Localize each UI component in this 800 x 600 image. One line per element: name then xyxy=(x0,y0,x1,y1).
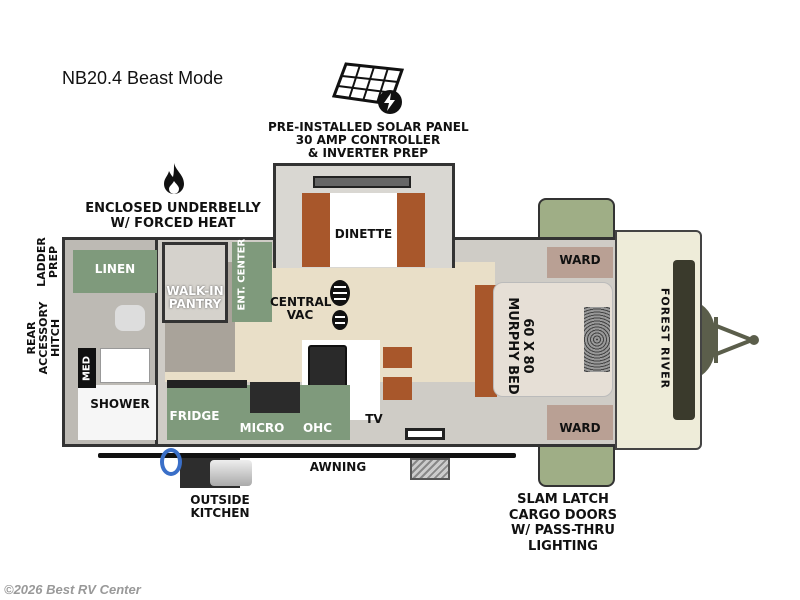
underbelly-line: W/ FORCED HEAT xyxy=(110,216,236,231)
floorplan-title: NB20.4 Beast Mode xyxy=(62,68,224,88)
cargo-door-bottom xyxy=(538,445,615,487)
propane-tank xyxy=(210,460,252,486)
solar-line: PRE-INSTALLED SOLAR PANEL xyxy=(268,120,469,134)
solar-line: 30 AMP CONTROLLER xyxy=(295,133,441,147)
murphy-bed-label: 60 X 80 MURPHY BED xyxy=(505,296,535,396)
ward-bottom-label: WARD xyxy=(559,421,601,435)
tv-label: TV xyxy=(365,412,383,426)
flame-icon xyxy=(164,163,184,194)
stove xyxy=(250,382,300,413)
awning-label: AWNING xyxy=(309,460,367,474)
pantry-line: WALK-IN xyxy=(166,284,224,298)
hitch-icon xyxy=(702,305,759,375)
cargo-line: CARGO DOORS xyxy=(508,507,618,523)
solar-line: & INVERTER PREP xyxy=(307,146,429,160)
dinette-seat xyxy=(397,193,425,267)
fridge-label: FRIDGE xyxy=(169,409,220,423)
solar-panel-icon xyxy=(332,62,405,114)
bath-sink xyxy=(100,348,150,383)
toilet xyxy=(115,305,145,331)
shower xyxy=(78,385,156,440)
cargo-line: LIGHTING xyxy=(528,538,598,554)
ohc-label: OHC xyxy=(302,421,333,435)
dinette-seat xyxy=(302,193,330,267)
slide-window xyxy=(313,176,411,188)
hitch-line: HITCH xyxy=(49,318,62,358)
bed-line: MURPHY BED xyxy=(505,297,520,395)
wardrobe-bottom xyxy=(547,405,613,440)
kitchen-line: OUTSIDE xyxy=(190,493,250,507)
ent-center-label: ENT. CENTER xyxy=(236,238,248,311)
micro-label: MICRO xyxy=(239,421,285,435)
wardrobe-top xyxy=(547,247,613,278)
ladder-prep-callout: LADDER PREP xyxy=(35,232,60,292)
stool xyxy=(383,347,412,368)
cargo-doors-callout: SLAM LATCH CARGO DOORS W/ PASS-THRU LIGH… xyxy=(493,492,633,554)
vac-line: CENTRAL xyxy=(270,295,332,309)
water-hose xyxy=(160,448,182,476)
bed-vent xyxy=(584,307,610,372)
linen-label: LINEN xyxy=(94,262,136,276)
entry-steps xyxy=(410,458,450,480)
boot-print-icon xyxy=(330,280,350,330)
bed-line: 60 X 80 xyxy=(520,318,535,374)
watermark: ©2026 Best RV Center xyxy=(4,582,141,597)
central-vac-label: CENTRAL VAC xyxy=(270,295,332,322)
front-window xyxy=(673,260,695,420)
fridge-top xyxy=(167,380,247,388)
kitchen-line: KITCHEN xyxy=(190,506,250,520)
pantry-line: PANTRY xyxy=(168,297,222,311)
underbelly-callout: ENCLOSED UNDERBELLY W/ FORCED HEAT xyxy=(70,201,276,231)
entertainment-center xyxy=(232,242,272,322)
med-cabinet xyxy=(78,348,96,388)
ladder-line: PREP xyxy=(47,245,60,279)
med-label: MED xyxy=(81,355,93,382)
dinette-table xyxy=(330,193,397,267)
cargo-door-top xyxy=(538,198,615,240)
outside-kitchen-callout: OUTSIDE KITCHEN xyxy=(170,494,270,520)
cargo-line: SLAM LATCH xyxy=(517,492,609,507)
cargo-line: W/ PASS-THRU xyxy=(511,523,615,538)
walk-in-pantry xyxy=(162,242,228,323)
forest-river-logo: FOREST RIVER xyxy=(658,287,672,390)
pantry-label: WALK-IN PANTRY xyxy=(162,285,228,311)
rear-hitch-callout: REAR ACCESSORY HITCH xyxy=(25,298,62,378)
shower-label: SHOWER xyxy=(90,397,150,411)
entry-step xyxy=(405,428,445,440)
vac-line: VAC xyxy=(286,308,314,322)
dinette-label: DINETTE xyxy=(334,227,393,241)
solar-callout: PRE-INSTALLED SOLAR PANEL 30 AMP CONTROL… xyxy=(268,120,469,160)
stool xyxy=(383,377,412,400)
awning-line xyxy=(98,453,516,458)
ward-top-label: WARD xyxy=(559,253,601,267)
sofa xyxy=(475,285,497,397)
underbelly-line: ENCLOSED UNDERBELLY xyxy=(85,201,261,216)
linen-cabinet xyxy=(73,250,157,293)
